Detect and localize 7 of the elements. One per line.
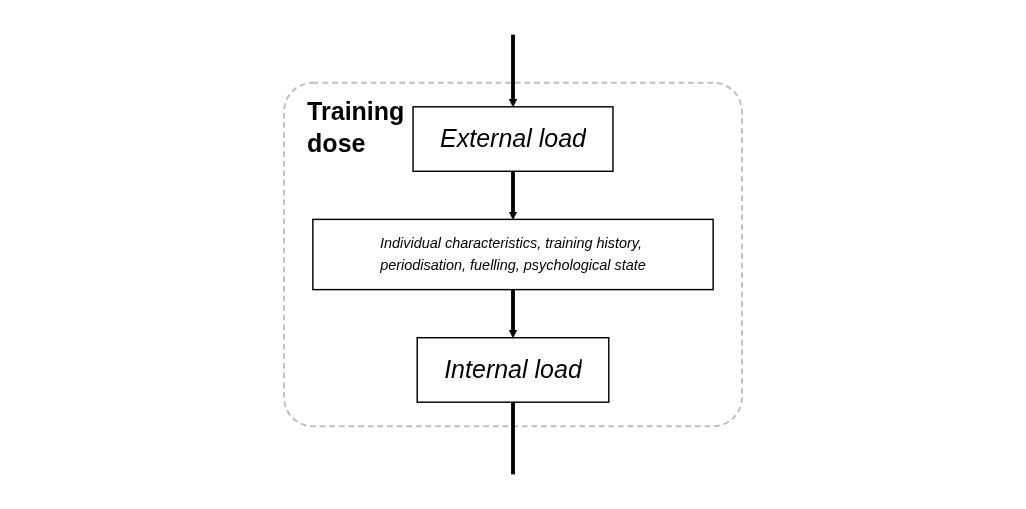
- node-box: Internal load: [416, 337, 610, 403]
- connector: [511, 402, 515, 475]
- arrow: [508, 171, 518, 220]
- node-box: Individual characteristics, training history, periodisation, fuelling, psychological state: [312, 218, 714, 291]
- arrow: [508, 34, 518, 108]
- arrow: [508, 289, 518, 339]
- node-box: External load: [412, 106, 614, 172]
